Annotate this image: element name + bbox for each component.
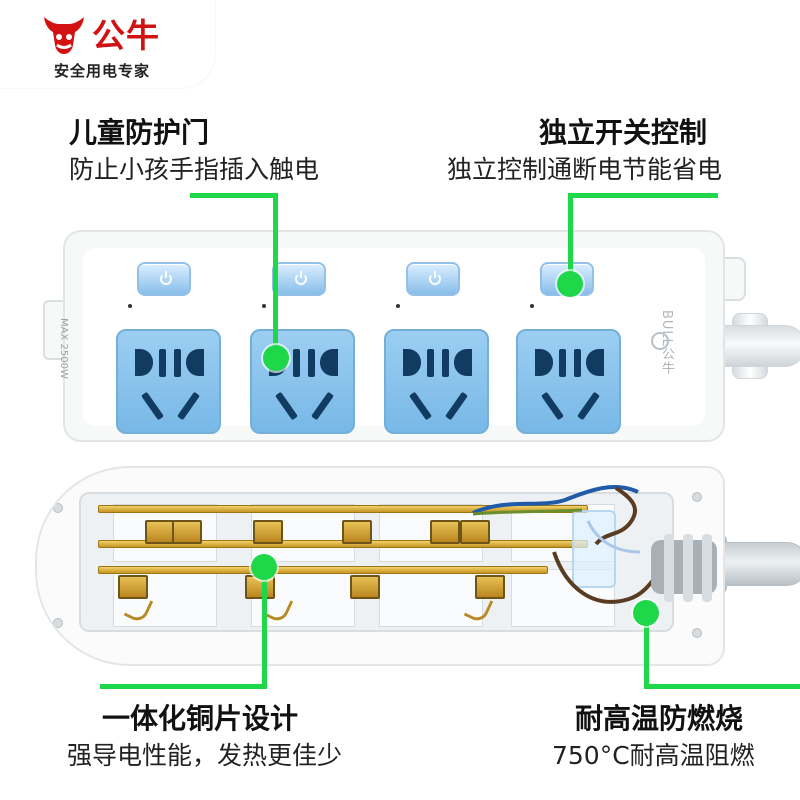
copper-bus-bar [98, 505, 588, 513]
heat-resistant-subtitle: 750°C耐高温阻燃 [552, 741, 755, 770]
socket-slot [535, 349, 553, 376]
switch-button-1[interactable] [137, 262, 191, 296]
socket-slot [586, 349, 604, 376]
copper-bus-bar [98, 566, 548, 574]
independent-switch-line-vertical [568, 193, 573, 281]
socket-slot [409, 391, 432, 421]
socket-slot [174, 349, 181, 377]
socket-slot [454, 349, 472, 376]
socket-slot [186, 349, 204, 376]
independent-switch-line-horizontal [568, 193, 718, 198]
logo-area: 公牛 安全用电专家 [0, 0, 215, 88]
child-safety-dot [263, 345, 289, 371]
child-safety-title: 儿童防护门 [69, 116, 210, 149]
power-icon [295, 271, 307, 285]
independent-switch-subtitle: 独立控制通断电节能省电 [447, 155, 723, 184]
led-dot-4 [530, 304, 534, 308]
socket-slot [577, 391, 600, 421]
top-power-cord [721, 325, 800, 367]
heat-resistant-line-vertical [644, 610, 649, 686]
socket-slot [311, 391, 334, 421]
copper-contact [145, 520, 175, 544]
child-safety-line-horizontal [190, 193, 277, 198]
max-rating-text: MAX 2500W [58, 318, 69, 379]
independent-switch-dot [557, 271, 583, 297]
socket-slot [559, 349, 566, 377]
socket-slot [320, 349, 338, 376]
screw-hole [53, 503, 63, 513]
child-safety-subtitle: 防止小孩手指插入触电 [69, 155, 320, 184]
socket-slot [141, 391, 164, 421]
left-side-tab [43, 300, 65, 360]
socket-slot [403, 349, 421, 376]
copper-contact [342, 520, 372, 544]
copper-piece-line-vertical [262, 566, 267, 689]
socket-slot [308, 349, 315, 377]
brand-tagline: 安全用电专家 [54, 62, 151, 80]
copper-contact [253, 520, 283, 544]
socket-slot [275, 391, 298, 421]
socket-pocket [379, 569, 483, 627]
power-icon [429, 271, 441, 285]
copper-piece-subtitle: 强导电性能，发热更佳少 [67, 741, 343, 770]
copper-piece-title: 一体化铜片设计 [102, 702, 299, 735]
bull-head-icon [44, 17, 84, 54]
copper-contact [118, 575, 148, 599]
heat-resistant-title: 耐高温防燃烧 [575, 702, 744, 735]
socket-slot [442, 349, 449, 377]
power-icon [160, 271, 172, 285]
copper-contact [172, 520, 202, 544]
socket-3 [384, 329, 489, 434]
child-safety-line-vertical [273, 193, 278, 357]
socket-slot [177, 391, 200, 421]
switch-button-2[interactable] [272, 262, 326, 296]
socket-slot [293, 349, 300, 377]
copper-contact [430, 520, 460, 544]
socket-slot [445, 391, 468, 421]
socket-4 [516, 329, 621, 434]
copper-contact [460, 520, 490, 544]
vertical-brand-icon [651, 332, 669, 350]
socket-slot [427, 349, 434, 377]
heat-resistant-dot [633, 600, 659, 626]
screw-hole [692, 628, 702, 638]
switch-button-3[interactable] [406, 262, 460, 296]
socket-slot [574, 349, 581, 377]
copper-contact [350, 575, 380, 599]
right-side-tab [722, 257, 746, 301]
independent-switch-title: 独立开关控制 [539, 116, 708, 149]
heat-resistant-line-horizontal [644, 684, 800, 689]
socket-slot [135, 349, 153, 376]
led-dot-2 [262, 304, 266, 308]
screw-hole [53, 618, 63, 628]
socket-1 [116, 329, 221, 434]
cable-clamp [651, 534, 717, 602]
screw-hole [692, 492, 702, 502]
socket-slot [159, 349, 166, 377]
led-dot-3 [396, 304, 400, 308]
brand-name: 公牛 [92, 16, 160, 55]
copper-contact [475, 575, 505, 599]
socket-slot [541, 391, 564, 421]
socket-2 [250, 329, 355, 434]
copper-piece-dot [251, 554, 277, 580]
copper-piece-line-horizontal [100, 684, 267, 689]
led-dot-1 [128, 304, 132, 308]
